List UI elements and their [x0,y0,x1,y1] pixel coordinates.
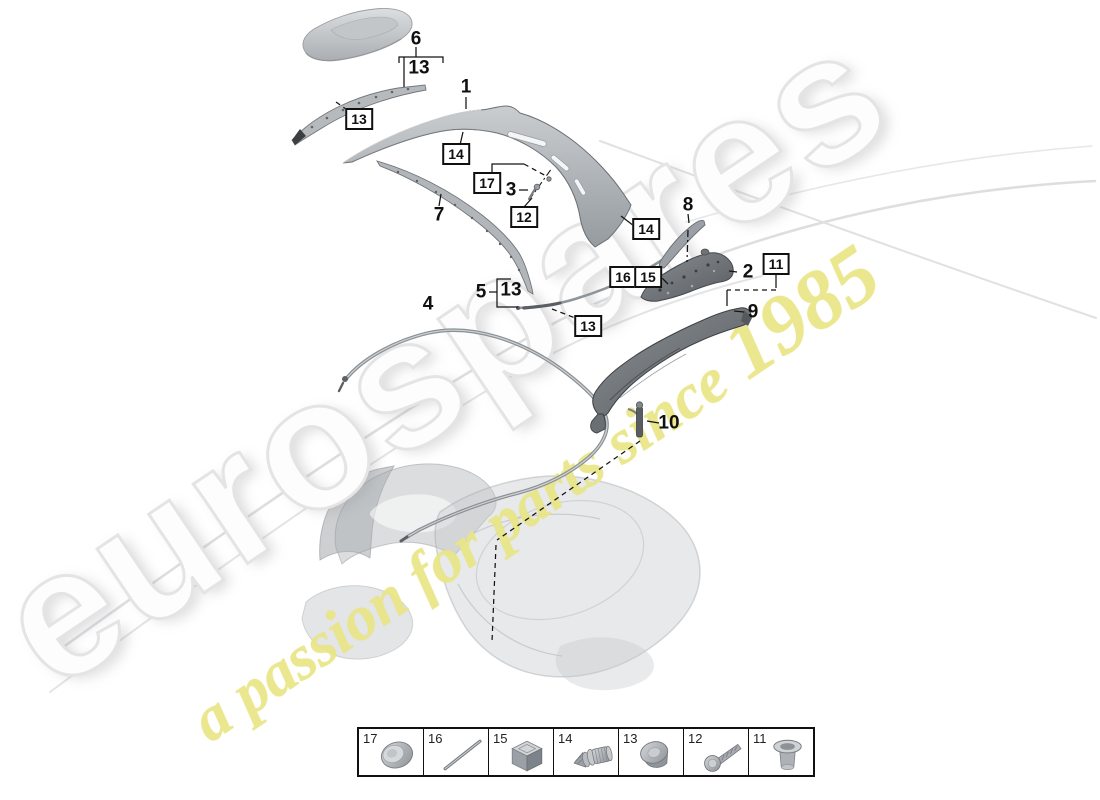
legend-number: 15 [493,731,508,746]
part-4-tension-bow-wire [337,328,609,543]
part-8-seal-piece [658,219,706,269]
callout-box-15: 15 [634,266,662,288]
frame-slot [550,154,570,172]
cube-block-icon [511,740,543,772]
legend-number: 13 [623,731,638,746]
legend-cell-16: 16 [424,729,489,775]
legend-cell-13: 13 [619,729,684,775]
part-6-trim-strip [291,84,427,146]
cap-plug-icon [380,741,414,769]
legend-number: 11 [753,731,767,746]
callout-5: 5 [475,281,487,303]
legend-cell-14: 14 [554,729,619,775]
callout-box-16: 16 [609,266,637,288]
callout-13-by-5: 13 [500,279,522,301]
frame-slot [507,131,547,147]
callout-box-12: 12 [510,206,538,228]
callout-box-13-strip: 13 [345,108,373,130]
ghost-body-line [60,179,1097,650]
callout-8: 8 [682,194,694,216]
ghost-deck-line [685,145,1093,223]
rivet-nut-icon [773,739,802,770]
callout-10: 10 [658,412,680,434]
grommet-clip-icon [640,741,669,768]
part-10-pin [627,401,644,438]
callout-2: 2 [742,261,754,283]
part-2-bracket [640,248,734,302]
legend-number: 17 [363,731,378,746]
legend-number: 12 [688,731,703,746]
legend-cell-17: 17 [359,729,424,775]
part-7-seal-strip [376,160,534,295]
callout-7: 7 [433,204,445,226]
part-9-gasket [590,307,752,434]
callout-6: 6 [410,28,422,50]
legend-cell-15: 15 [489,729,554,775]
part-1-top-cover-frame [342,105,632,248]
legend-number: 16 [428,731,443,746]
ghost-body-line [49,275,763,693]
callout-box-17: 17 [473,172,501,194]
ghost-deck-line [599,140,1097,319]
callout-3: 3 [505,179,517,201]
legend-number: 14 [558,731,573,746]
callout-box-14-left: 14 [442,143,470,165]
legend-cell-11: 11 [749,729,813,775]
car-silhouette [302,8,413,62]
callout-13-under-6: 13 [408,57,430,79]
callout-9: 9 [747,301,759,323]
pan-head-screw-icon [704,743,742,772]
part-17-cap [546,176,552,182]
callout-box-13-seal: 13 [574,315,602,337]
callout-box-14-right: 14 [632,218,660,240]
fastener-legend: 17 16 15 [357,727,815,777]
callout-box-11: 11 [762,253,790,275]
callout-1: 1 [460,76,472,98]
legend-cell-12: 12 [684,729,749,775]
rod-pin-icon [443,739,482,771]
callout-4: 4 [422,293,434,315]
frame-slot [573,178,587,196]
part-3-screw [527,167,553,201]
threaded-stud-icon [573,745,613,768]
